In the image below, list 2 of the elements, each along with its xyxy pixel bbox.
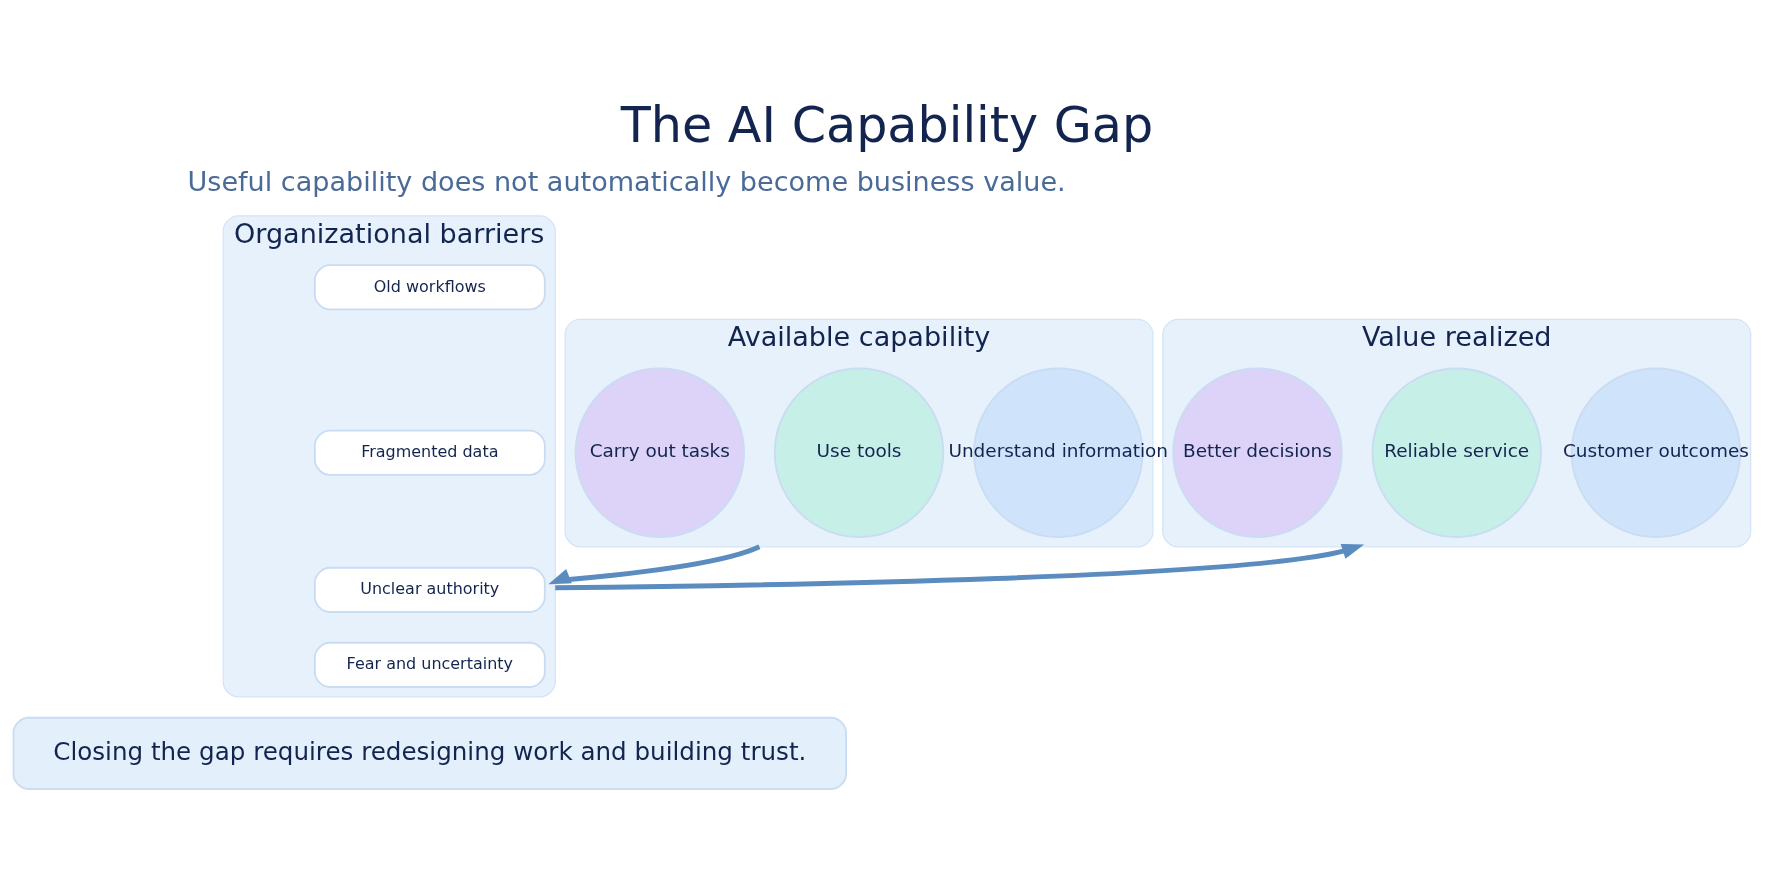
label: Useful capability does not automatically become business value.: [187, 165, 1066, 197]
diagram-title: The AI Capability Gap: [620, 96, 1154, 155]
